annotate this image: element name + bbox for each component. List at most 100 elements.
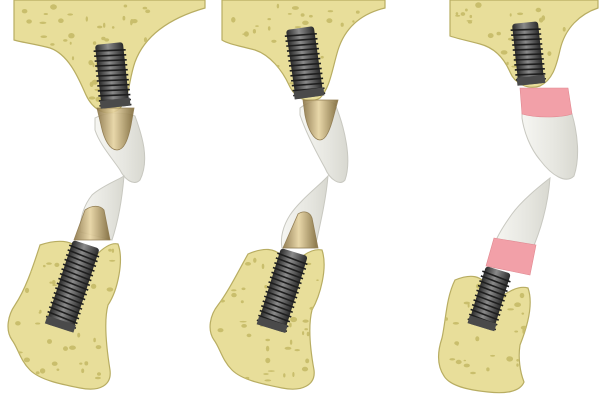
- bone-pore: [302, 367, 308, 372]
- bone-pore: [241, 300, 244, 303]
- bone-pore: [315, 301, 321, 306]
- bone-pore: [112, 26, 115, 29]
- bone-pore: [245, 262, 251, 266]
- bone-pore: [303, 320, 309, 323]
- bone-pore: [367, 27, 369, 29]
- bone-pore: [470, 372, 476, 375]
- bone-pore: [96, 345, 102, 349]
- bone-pore: [57, 369, 60, 371]
- bone-pore: [97, 372, 101, 376]
- panel-3: [467, 21, 578, 331]
- bone-pore: [63, 39, 67, 42]
- bone-pore: [265, 339, 270, 341]
- bone-pore: [520, 293, 525, 298]
- bone-pore: [21, 269, 23, 273]
- bone-pore: [46, 262, 52, 264]
- bone-pore: [516, 363, 518, 366]
- bone-pore: [262, 264, 265, 269]
- bone-pore: [104, 38, 109, 41]
- bone-pore: [58, 18, 64, 23]
- bone-pore: [123, 16, 126, 21]
- bone-pore: [365, 40, 369, 45]
- bone-pore: [277, 4, 279, 9]
- bone-pore: [467, 20, 473, 22]
- bone-pore: [193, 37, 199, 41]
- bone-pore: [241, 324, 247, 328]
- bone-pore: [93, 338, 96, 343]
- bone-pore: [15, 321, 21, 325]
- bone-pore: [539, 18, 543, 23]
- bone-pore: [295, 26, 302, 28]
- bone-pore: [67, 13, 73, 15]
- bone-pore: [107, 287, 114, 291]
- bone-pore: [144, 37, 147, 42]
- bone-pore: [563, 27, 566, 32]
- bone-pore: [52, 362, 58, 366]
- bone-pore: [110, 365, 113, 367]
- bone-pore: [218, 328, 224, 332]
- bone-pore: [554, 70, 561, 73]
- bone-pore: [81, 369, 84, 374]
- bone-pore: [475, 336, 479, 341]
- bone-pore: [283, 373, 285, 377]
- bone-pore: [456, 344, 459, 346]
- bone-pore: [522, 329, 524, 334]
- bone-pore: [51, 6, 53, 8]
- bone-pore: [305, 359, 309, 364]
- lower-abutment: [74, 206, 110, 240]
- bone-pore: [289, 323, 292, 328]
- bone-pore: [302, 331, 304, 335]
- bone-pore: [263, 373, 268, 375]
- bone-pore: [64, 92, 66, 94]
- bone-pore: [506, 356, 513, 361]
- bone-pore: [507, 308, 514, 310]
- bone-pore: [488, 33, 494, 38]
- bone-pore: [35, 323, 40, 325]
- bone-pore: [456, 360, 462, 364]
- bone-pore: [70, 42, 72, 45]
- bone-pore: [498, 76, 501, 80]
- bone-pore: [54, 263, 59, 267]
- bone-pore: [271, 40, 276, 43]
- bone-pore: [22, 277, 28, 279]
- bone-pore: [292, 372, 294, 377]
- bone-pore: [449, 358, 455, 360]
- bone-pore: [40, 368, 45, 373]
- bone-pore: [314, 351, 316, 354]
- bone-pore: [478, 78, 483, 81]
- bone-pore: [26, 19, 32, 23]
- bone-pore: [571, 29, 576, 34]
- bone-pore: [79, 363, 82, 365]
- bone-pore: [130, 20, 132, 26]
- bone-pore: [267, 18, 271, 20]
- bone-pore: [89, 96, 96, 99]
- bone-pore: [356, 11, 360, 14]
- bone-pore: [244, 31, 249, 36]
- bone-pore: [111, 377, 114, 379]
- bone-pore: [321, 56, 324, 59]
- bone-pore: [50, 43, 54, 46]
- bone-pore: [253, 29, 256, 34]
- bone-pore: [514, 331, 518, 333]
- upper-crown: [522, 109, 578, 179]
- bone-pore: [47, 339, 52, 344]
- bone-pore: [41, 35, 48, 38]
- bone-pore: [288, 13, 292, 15]
- bone-pore: [112, 249, 114, 253]
- bone-pore: [93, 41, 96, 45]
- bone-pore: [328, 10, 334, 12]
- bone-pore: [547, 51, 551, 56]
- bone-pore: [24, 358, 30, 363]
- bone-pore: [103, 23, 105, 28]
- bone-pore: [501, 50, 508, 54]
- bone-pore: [307, 332, 310, 337]
- bone-pore: [341, 23, 344, 27]
- bone-pore: [506, 62, 508, 65]
- bone-pore: [69, 346, 76, 350]
- bone-pore: [63, 60, 66, 63]
- bone-pore: [43, 265, 46, 267]
- bone-pore: [86, 16, 88, 21]
- bone-pore: [490, 355, 495, 357]
